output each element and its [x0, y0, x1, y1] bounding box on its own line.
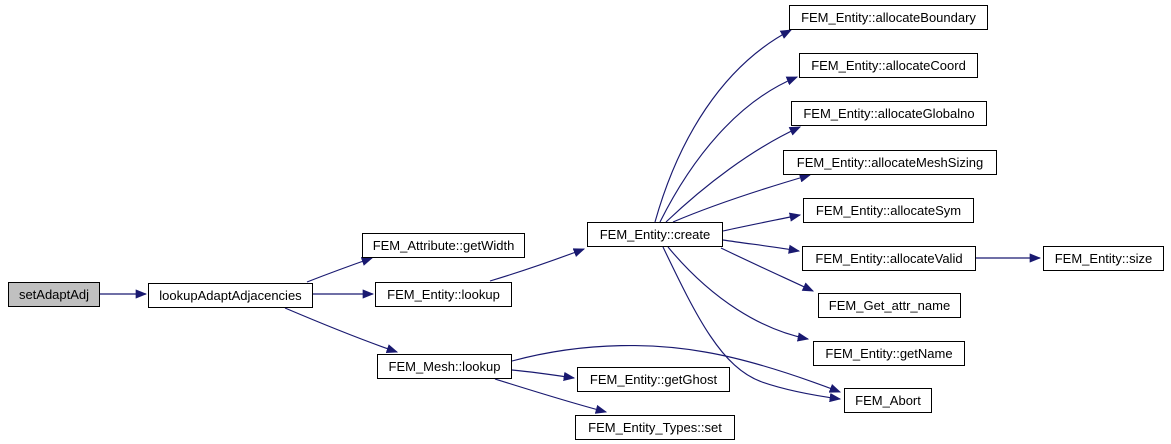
edge-mesh-lookup-abort	[511, 344, 842, 393]
edge-create-allocateSym	[722, 212, 802, 232]
edge-create-allocateMeshSizing	[672, 173, 812, 223]
node-fem-attribute-getwidth[interactable]: FEM_Attribute::getWidth	[362, 233, 525, 258]
node-fem-entity-allocatevalid[interactable]: FEM_Entity::allocateValid	[802, 246, 976, 271]
edge-create-getName	[667, 246, 810, 342]
edge-create-allocateBoundary	[654, 29, 793, 223]
edge-create-abort	[662, 246, 842, 403]
edge-lookupAdaptAdjacencies-mesh-lookup	[284, 307, 399, 353]
edge-create-get-attr-name	[720, 247, 815, 292]
node-fem-entity-allocatecoord[interactable]: FEM_Entity::allocateCoord	[799, 53, 978, 78]
node-fem-entity-create[interactable]: FEM_Entity::create	[587, 222, 723, 247]
node-fem-entity-getghost[interactable]: FEM_Entity::getGhost	[577, 367, 730, 392]
node-setadaptadj: setAdaptAdj	[8, 282, 100, 307]
node-fem-entity-allocateboundary[interactable]: FEM_Entity::allocateBoundary	[789, 5, 988, 30]
edge-create-allocateCoord	[659, 76, 799, 223]
node-fem-entity-allocateglobalno[interactable]: FEM_Entity::allocateGlobalno	[791, 101, 987, 126]
edge-mesh-lookup-getGhost	[511, 369, 576, 382]
edge-create-allocateValid	[722, 239, 801, 254]
node-fem-entity-allocatemeshsizing[interactable]: FEM_Entity::allocateMeshSizing	[783, 150, 997, 175]
node-fem-entity-getname[interactable]: FEM_Entity::getName	[813, 341, 965, 366]
edge-create-allocateGlobalno	[665, 126, 802, 223]
edge-entity-lookup-create	[489, 248, 586, 282]
node-fem-entity-types-set[interactable]: FEM_Entity_Types::set	[575, 415, 735, 440]
node-fem-entity-lookup[interactable]: FEM_Entity::lookup	[375, 282, 512, 307]
edge-mesh-lookup-types-set	[494, 378, 608, 414]
node-fem-mesh-lookup[interactable]: FEM_Mesh::lookup	[377, 354, 512, 379]
node-fem-abort[interactable]: FEM_Abort	[844, 388, 932, 413]
node-lookupadaptadjacencies[interactable]: lookupAdaptAdjacencies	[148, 283, 313, 308]
node-fem-entity-allocatesym[interactable]: FEM_Entity::allocateSym	[803, 198, 974, 223]
node-fem-get-attr-name[interactable]: FEM_Get_attr_name	[818, 293, 961, 318]
node-fem-entity-size[interactable]: FEM_Entity::size	[1043, 246, 1164, 271]
edge-lookupAdaptAdjacencies-getWidth	[306, 257, 374, 283]
